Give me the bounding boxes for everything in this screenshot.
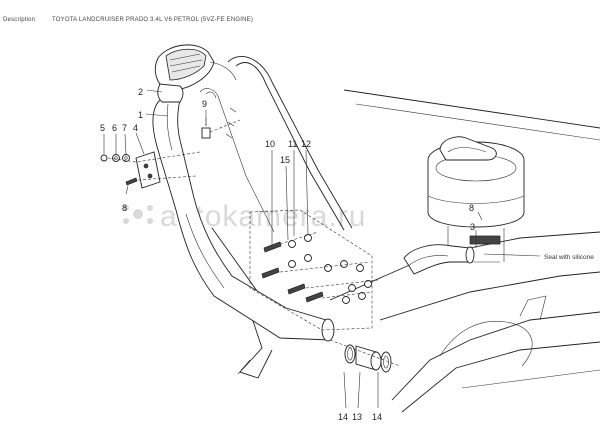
vehicle-fender [211,89,600,413]
callout-4: 4 [133,123,138,133]
callout-9: 9 [202,99,207,109]
callout-15: 15 [280,155,290,165]
callout-11: 11 [288,139,297,149]
callout-14-left: 14 [338,412,348,422]
callout-8-left: 8 [122,203,127,213]
callout-10: 10 [265,139,275,149]
callout-7: 7 [122,123,127,133]
vehicle-a-pillar [199,56,353,233]
callout-14-right: 14 [372,412,382,422]
callout-3: 3 [470,222,475,232]
callout-13: 13 [352,412,362,422]
mounting-studs [249,209,379,331]
seal-note: Seal with silicone [544,254,594,261]
header-description-label: Description [3,17,36,23]
callout-5: 5 [100,123,105,133]
callout-12: 12 [301,139,311,149]
callout-1: 1 [138,110,143,120]
callout-2: 2 [138,87,143,97]
callout-labels: 2 1 5 6 7 4 8 9 10 15 11 12 14 13 14 8 3… [100,87,594,422]
air-box [427,136,525,263]
watermark: autokamera.ru [123,200,365,233]
hose-coupling [329,339,401,373]
upper-fixing [201,107,241,139]
air-horn-tube [403,244,475,275]
header-title: TOYOTA LANDCRUISER PRADO 3.4L V6 PETROL … [52,17,254,23]
leader-lines [103,89,541,409]
callout-6: 6 [112,123,117,133]
callout-8-right: 8 [469,203,474,213]
snorkel-head [154,44,237,103]
mounting-bracket [100,151,201,189]
